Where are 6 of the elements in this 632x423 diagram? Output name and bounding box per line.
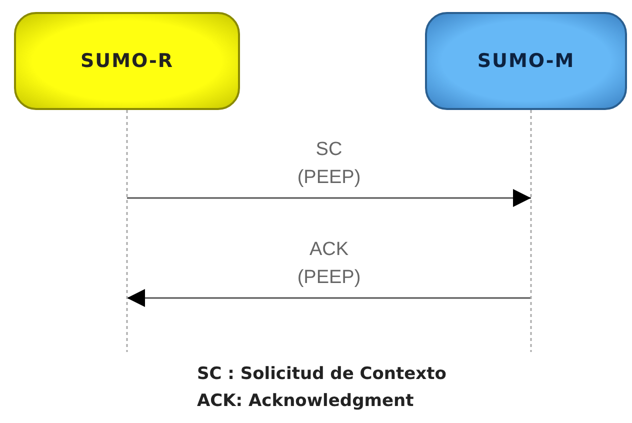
legend-note: ACK: Acknowledgment	[197, 391, 414, 411]
message-arrow	[127, 289, 531, 307]
legend-note: SC : Solicitud de Contexto	[197, 364, 446, 384]
message-arrow	[127, 189, 531, 207]
participant-box: SUMO-M	[425, 12, 627, 110]
participant-box: SUMO-R	[14, 12, 240, 110]
